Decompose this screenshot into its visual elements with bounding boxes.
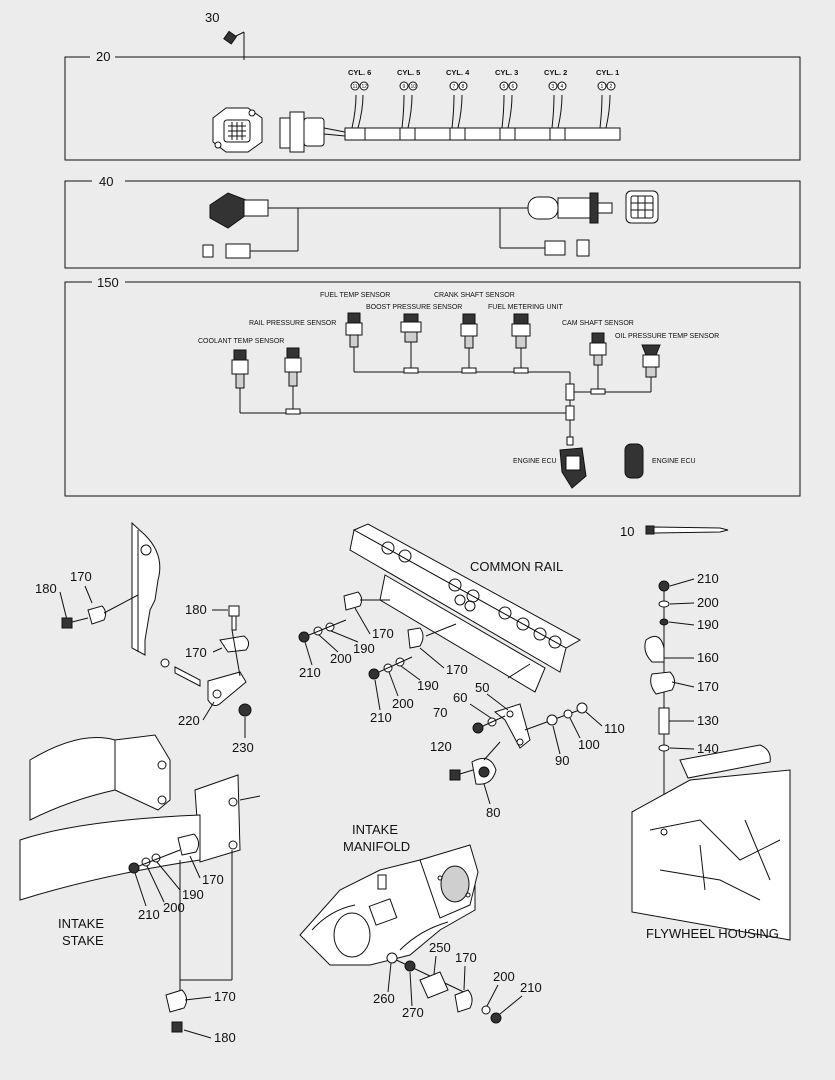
oil-pressure-temp-sensor-label: OIL PRESSURE TEMP SENSOR bbox=[615, 333, 719, 340]
cyl-4-label: CYL. 4 bbox=[446, 68, 470, 77]
callout-cr120: 120 bbox=[430, 739, 452, 754]
tie-strap-10: 10 bbox=[620, 524, 729, 539]
callout-im200: 200 bbox=[493, 969, 515, 984]
callout-is170a: 170 bbox=[202, 872, 224, 887]
rail-pressure-sensor-label: RAIL PRESSURE SENSOR bbox=[249, 320, 336, 327]
crank-shaft-sensor-label: CRANK SHAFT SENSOR bbox=[434, 292, 515, 299]
panel-40-harness: 40 bbox=[64, 174, 801, 269]
callout-cr210a: 210 bbox=[299, 665, 321, 680]
panel-40-number: 40 bbox=[99, 174, 113, 189]
panel-150-sensors: 150 FUEL TEMP SENSOR CRANK SHAFT SENSOR … bbox=[64, 275, 801, 497]
callout-30: 30 bbox=[205, 10, 219, 25]
callout-fw200: 200 bbox=[697, 595, 719, 610]
pin-label: 11 bbox=[353, 84, 358, 90]
engine-ecu-label-2: ENGINE ECU bbox=[652, 458, 696, 465]
callout-180: 180 bbox=[35, 581, 57, 596]
callout-cr210b: 210 bbox=[370, 710, 392, 725]
cyl-6-label: CYL. 6 bbox=[348, 68, 371, 77]
callout-cr90: 90 bbox=[555, 753, 569, 768]
pin-label: 2 bbox=[610, 84, 613, 90]
sensor-icons bbox=[231, 312, 661, 389]
left-bracket-assembly: 180 170 180 170 220 230 bbox=[35, 521, 254, 755]
callout-im260: 260 bbox=[373, 991, 395, 1006]
flywheel-housing-label: FLYWHEEL HOUSING bbox=[646, 926, 779, 941]
flywheel-housing-assembly: 210 200 190 160 170 130 140 FLYWHEEL HOU… bbox=[631, 571, 791, 941]
callout-is170b: 170 bbox=[214, 989, 236, 1004]
intake-manifold-label-2: MANIFOLD bbox=[343, 839, 410, 854]
cyl-5-label: CYL. 5 bbox=[397, 68, 420, 77]
coolant-temp-sensor-label: COOLANT TEMP SENSOR bbox=[198, 338, 284, 345]
callout-220: 220 bbox=[178, 713, 200, 728]
cyl-2-label: CYL. 2 bbox=[544, 68, 567, 77]
callout-cr170a: 170 bbox=[372, 626, 394, 641]
pin-label: 10 bbox=[411, 84, 417, 90]
callout-fw170: 170 bbox=[697, 679, 719, 694]
callout-230: 230 bbox=[232, 740, 254, 755]
callout-cr100: 100 bbox=[578, 737, 600, 752]
pin-label: 7 bbox=[453, 84, 456, 90]
callout-10: 10 bbox=[620, 524, 634, 539]
callout-fw210: 210 bbox=[697, 571, 719, 586]
callout-cr70: 70 bbox=[433, 705, 447, 720]
panel-20-number: 20 bbox=[96, 49, 110, 64]
callout-im210: 210 bbox=[520, 980, 542, 995]
callout-is180: 180 bbox=[214, 1030, 236, 1045]
intake-manifold-assembly: INTAKE MANIFOLD 250 170 200 210 260 270 bbox=[299, 822, 542, 1024]
pin-label: 1 bbox=[601, 84, 604, 90]
callout-cr110: 110 bbox=[604, 721, 625, 736]
sensor-wiring bbox=[239, 342, 652, 442]
bolt-30: 30 bbox=[205, 10, 245, 60]
callout-170: 170 bbox=[70, 569, 92, 584]
fuel-temp-sensor-label: FUEL TEMP SENSOR bbox=[320, 292, 390, 299]
callout-cr50: 50 bbox=[475, 680, 489, 695]
common-rail-label: COMMON RAIL bbox=[470, 559, 563, 574]
callout-fw160: 160 bbox=[697, 650, 719, 665]
pin-label: 3 bbox=[552, 84, 555, 90]
intake-manifold-label-1: INTAKE bbox=[352, 822, 398, 837]
pin-label: 8 bbox=[462, 84, 465, 90]
cyl-3-label: CYL. 3 bbox=[495, 68, 518, 77]
callout-is210: 210 bbox=[138, 907, 160, 922]
pin-label: 6 bbox=[512, 84, 515, 90]
boost-pressure-sensor-label: BOOST PRESSURE SENSOR bbox=[366, 304, 462, 311]
callout-fw140: 140 bbox=[697, 741, 719, 756]
callout-fw130: 130 bbox=[697, 713, 719, 728]
common-rail-assembly: COMMON RAIL 170 210 200 190 170 bbox=[298, 523, 625, 820]
pin-label: 4 bbox=[561, 84, 564, 90]
callout-170b: 170 bbox=[185, 645, 207, 660]
callout-fw190: 190 bbox=[697, 617, 719, 632]
fuel-metering-unit-label: FUEL METERING UNIT bbox=[488, 304, 564, 311]
engine-ecu-label-1: ENGINE ECU bbox=[513, 458, 557, 465]
intake-stake-assembly: 170 190 200 210 INTAKE STAKE 170 180 bbox=[19, 734, 261, 1045]
callout-im170: 170 bbox=[455, 950, 477, 965]
callout-is190: 190 bbox=[182, 887, 204, 902]
callout-cr200b: 200 bbox=[392, 696, 414, 711]
panel-150-number: 150 bbox=[97, 275, 119, 290]
pin-label: 12 bbox=[362, 84, 368, 90]
callout-im270: 270 bbox=[402, 1005, 424, 1020]
pin-label: 5 bbox=[503, 84, 506, 90]
intake-stake-label-1: INTAKE bbox=[58, 916, 104, 931]
callout-cr190a: 190 bbox=[353, 641, 375, 656]
callout-cr60: 60 bbox=[453, 690, 467, 705]
wire-junctions bbox=[285, 367, 606, 446]
callout-cr170b: 170 bbox=[446, 662, 468, 677]
cyl-1-label: CYL. 1 bbox=[596, 68, 619, 77]
callout-cr80: 80 bbox=[486, 805, 500, 820]
intake-stake-label-2: STAKE bbox=[62, 933, 104, 948]
callout-180b: 180 bbox=[185, 602, 207, 617]
callout-cr200a: 200 bbox=[330, 651, 352, 666]
callout-cr190b: 190 bbox=[417, 678, 439, 693]
cam-shaft-sensor-label: CAM SHAFT SENSOR bbox=[562, 320, 634, 327]
callout-is200: 200 bbox=[163, 900, 185, 915]
panel-20-harness: 20 bbox=[64, 49, 801, 161]
callout-im250: 250 bbox=[429, 940, 451, 955]
pin-label: 9 bbox=[403, 84, 406, 90]
